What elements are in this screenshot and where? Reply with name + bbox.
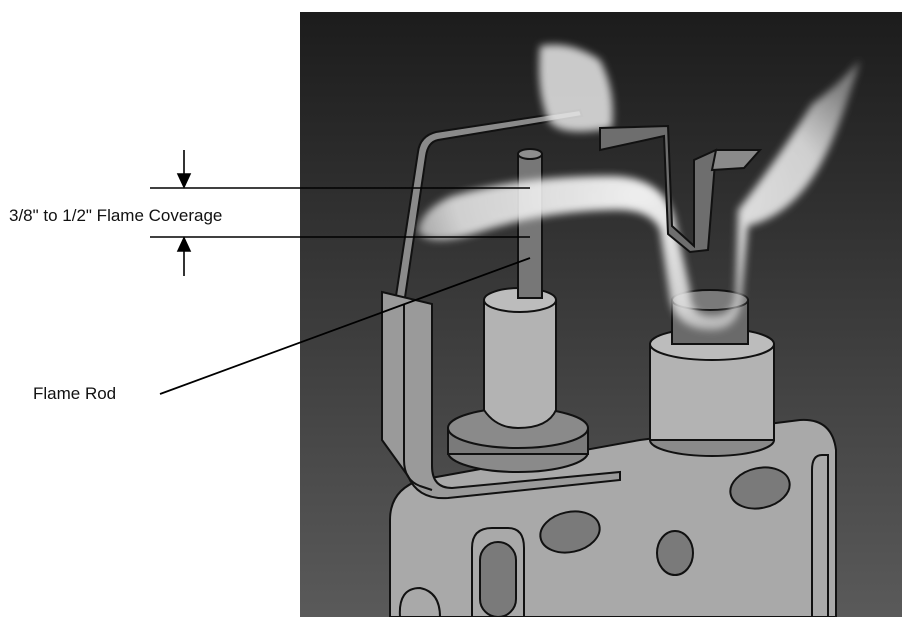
left-burner-base (447, 287, 589, 473)
arrow-down-icon (176, 173, 192, 189)
coverage-label: 3/8" to 1/2" Flame Coverage (9, 206, 223, 225)
arrow-up-icon (176, 236, 192, 252)
flame-rod (517, 148, 543, 299)
flame (418, 44, 860, 330)
flame-rod-leader (159, 257, 531, 395)
flame-deflector (599, 124, 763, 254)
bracket (381, 108, 621, 500)
flame-rod-label: Flame Rod (33, 384, 117, 403)
coverage-dimension (150, 150, 530, 276)
